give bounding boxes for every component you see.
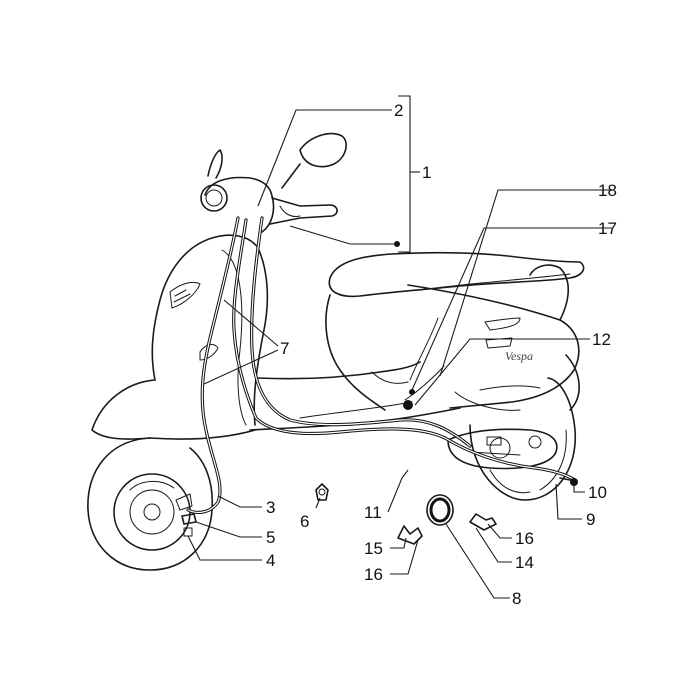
handlebar <box>200 132 347 233</box>
part-14-bolt <box>469 513 497 531</box>
part-17-connector <box>409 389 415 395</box>
part-15-bracket <box>397 525 423 545</box>
callout-15: 15 <box>364 539 383 558</box>
callout-3: 3 <box>266 498 275 517</box>
part-9-10-adjuster <box>559 477 578 486</box>
callout-1: 1 <box>422 163 431 182</box>
callout-6: 6 <box>300 512 309 531</box>
part-6-clip <box>315 483 329 501</box>
callout-9: 9 <box>586 510 595 529</box>
leader-lines <box>187 95 612 599</box>
cable-routing <box>186 216 577 514</box>
rear-body: Vespa <box>407 264 580 411</box>
rear-wheel <box>469 377 576 501</box>
front-wheel <box>87 437 214 571</box>
loose-parts <box>181 241 578 545</box>
callout-16-lower: 16 <box>364 565 383 584</box>
front-brake-cable <box>186 216 240 514</box>
engine-block <box>447 428 558 470</box>
callout-16-upper: 16 <box>515 529 534 548</box>
callout-12: 12 <box>592 330 611 349</box>
callout-11: 11 <box>364 503 382 522</box>
part-8-ring <box>426 494 454 526</box>
svg-text:Vespa: Vespa <box>505 349 533 363</box>
floorboard <box>249 294 461 431</box>
callout-8: 8 <box>512 589 521 608</box>
front-shield <box>91 234 269 440</box>
callout-4: 4 <box>266 551 275 570</box>
scooter-illustration: Vespa <box>87 132 585 571</box>
callout-18: 18 <box>598 181 617 200</box>
callout-10: 10 <box>588 483 607 502</box>
callout-17: 17 <box>598 219 617 238</box>
callout-5: 5 <box>266 528 275 547</box>
callout-14: 14 <box>515 553 534 572</box>
callout-7: 7 <box>280 339 289 358</box>
seat <box>328 251 585 298</box>
callout-labels: 2 1 18 17 12 7 3 6 5 4 11 10 9 16 14 15 … <box>266 101 617 608</box>
part-18-connector <box>403 400 413 410</box>
part-1-dot <box>394 241 400 247</box>
callout-2: 2 <box>394 101 403 120</box>
